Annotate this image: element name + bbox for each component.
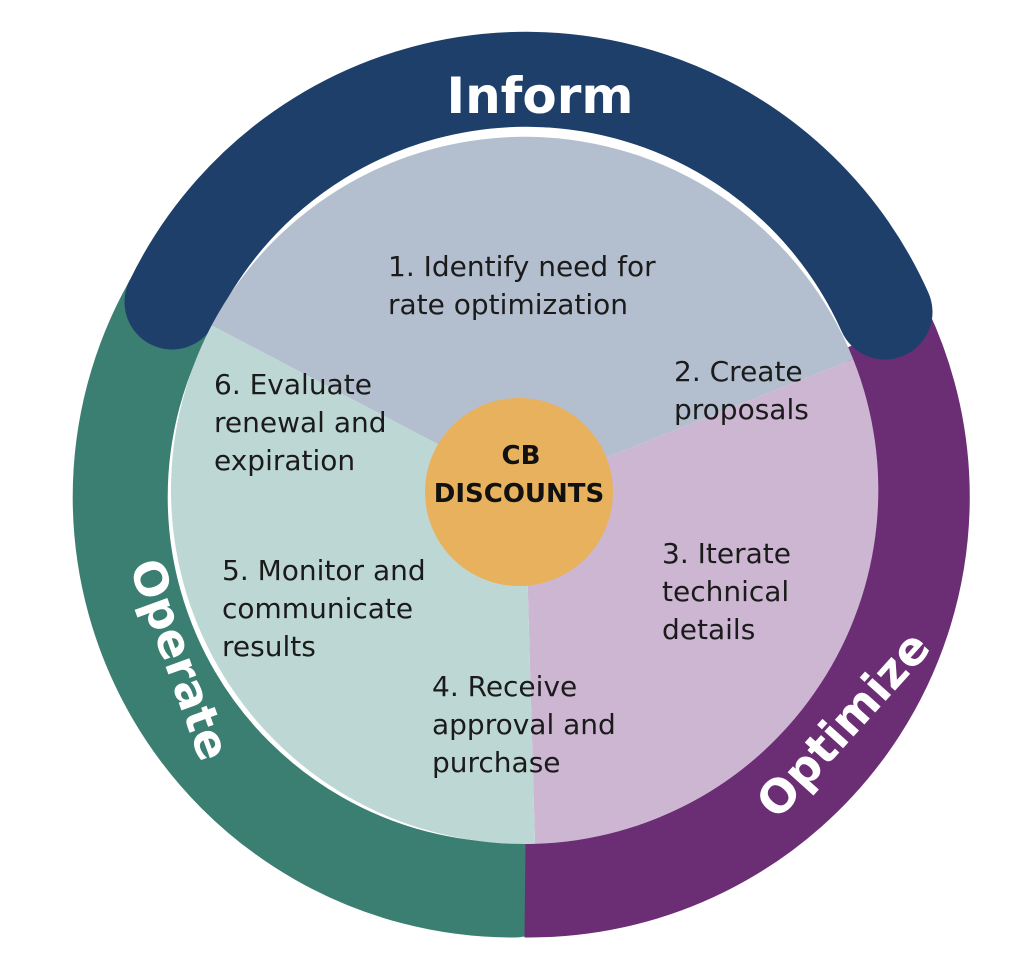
step-2-line-1: 2. Create <box>674 355 803 388</box>
phase-label-inform: Inform <box>446 67 633 125</box>
step-5-line-2: communicate <box>222 592 413 625</box>
inform-arc <box>124 31 933 360</box>
center-label-line-2: DISCOUNTS <box>434 479 605 509</box>
step-4-line-2: approval and <box>432 708 616 741</box>
step-4-label: 4. Receive approval and purchase <box>432 670 625 779</box>
step-6-label: 6. Evaluate renewal and expiration <box>214 368 395 477</box>
operate-arc <box>72 254 563 938</box>
step-3-line-1: 3. Iterate <box>662 537 791 570</box>
step-3-line-2: technical <box>662 575 789 608</box>
center-badge: CB DISCOUNTS <box>425 398 613 586</box>
center-label-line-1: CB <box>502 441 541 471</box>
step-2-line-2: proposals <box>674 393 809 426</box>
step-6-line-3: expiration <box>214 444 355 477</box>
step-6-line-1: 6. Evaluate <box>214 368 372 401</box>
step-4-line-3: purchase <box>432 746 561 779</box>
optimize-arc <box>524 309 970 938</box>
step-5-line-1: 5. Monitor and <box>222 554 426 587</box>
center-circle <box>425 398 613 586</box>
optimize-sector <box>525 359 879 844</box>
step-5-line-3: results <box>222 630 316 663</box>
step-4-line-1: 4. Receive <box>432 670 577 703</box>
step-2-label: 2. Create proposals <box>674 355 812 426</box>
step-1-line-1: 1. Identify need for <box>388 250 656 283</box>
inform-sector <box>211 136 854 490</box>
step-5-label: 5. Monitor and communicate results <box>222 554 435 663</box>
inner-sectors <box>170 136 879 845</box>
step-1-line-2: rate optimization <box>388 288 628 321</box>
outer-ring <box>72 31 970 938</box>
step-6-line-2: renewal and <box>214 406 387 439</box>
step-1-label: 1. Identify need for rate optimization <box>388 250 665 321</box>
step-3-line-3: details <box>662 613 755 646</box>
step-3-label: 3. Iterate technical details <box>662 537 800 646</box>
